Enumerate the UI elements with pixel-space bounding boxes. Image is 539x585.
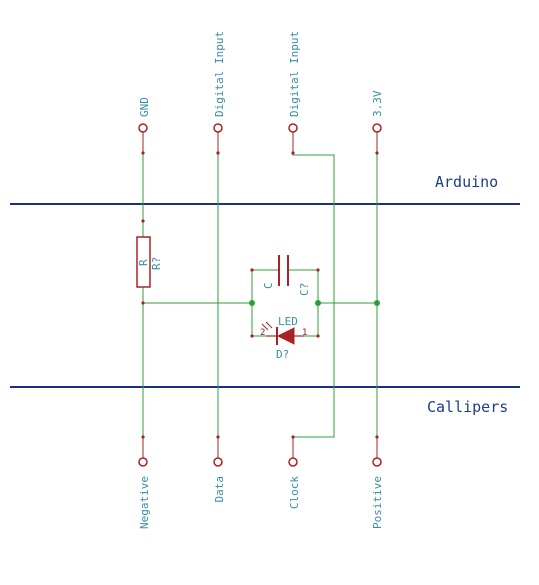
resistor-ref: R? — [150, 257, 163, 270]
arduino-label: Arduino — [435, 173, 498, 191]
resistor-symbol — [136, 236, 151, 288]
pin-label-negative: Negative — [138, 476, 151, 529]
connector-negative — [138, 457, 148, 467]
connector-gnd — [138, 123, 148, 133]
connector-positive — [372, 457, 382, 467]
pin-label-digital-input-data: Digital Input — [213, 31, 226, 117]
led-pin-left: 2 — [260, 328, 265, 338]
pin-endpoints — [141, 151, 379, 439]
callipers-label: Callipers — [427, 398, 508, 416]
connector-digital-input-clock — [288, 123, 298, 133]
led-ref: D? — [276, 348, 289, 361]
pin-label-clock: Clock — [288, 476, 301, 509]
led-symbol — [261, 321, 304, 345]
led-value: LED — [278, 315, 298, 328]
capacitor-symbol — [278, 255, 289, 286]
pin-label-data: Data — [213, 476, 226, 503]
bottom-connectors — [138, 457, 382, 467]
capacitor-value: C — [262, 282, 275, 289]
bottom-pin-stubs — [142, 437, 378, 458]
connector-data — [213, 457, 223, 467]
pin-label-digital-input-clock: Digital Input — [288, 31, 301, 117]
pin-label-gnd: GND — [138, 97, 151, 117]
pin-label-positive: Positive — [371, 476, 384, 529]
pin-label-3v3: 3.3V — [371, 90, 384, 117]
led-pin-right: 1 — [302, 328, 307, 338]
resistor-value: R — [137, 259, 150, 266]
connector-clock — [288, 457, 298, 467]
connector-digital-input-data — [213, 123, 223, 133]
capacitor-ref: C? — [298, 283, 311, 296]
wires — [142, 153, 378, 438]
top-connectors — [138, 123, 382, 133]
connector-3v3 — [372, 123, 382, 133]
top-pin-stubs — [142, 132, 378, 153]
junctions — [249, 300, 380, 306]
